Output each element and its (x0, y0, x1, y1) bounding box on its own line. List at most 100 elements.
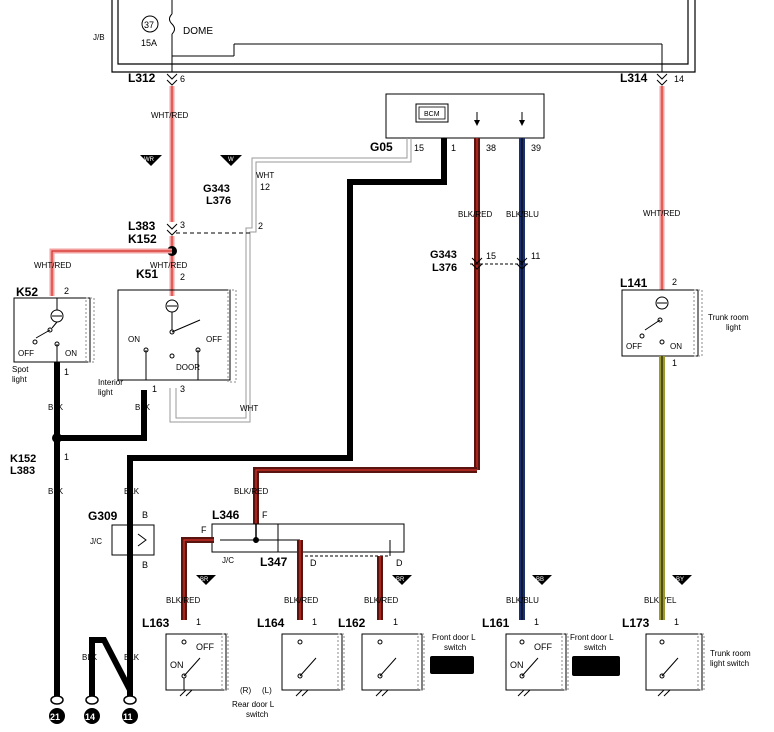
pin-l347-d2: D (396, 558, 403, 568)
connector-g05: G05 (370, 140, 393, 154)
ground-11: 11 (122, 695, 138, 724)
connector-g343a: G343 (203, 183, 230, 195)
connector-l383b: L383 (10, 465, 35, 477)
wire-label-blk-3: BLK (135, 403, 151, 412)
pin-l141-1: 1 (672, 358, 677, 368)
wire-label-blk-blu-l161: BLK/BLU (506, 596, 539, 605)
connector-l383: L383 (128, 219, 156, 233)
flag-br-2: BR (396, 577, 405, 583)
pin-l161: 1 (534, 617, 539, 627)
bcm-pin-1: 1 (451, 143, 456, 153)
pin-l162: 1 (393, 617, 398, 627)
fuse-rating: 15A (141, 38, 157, 48)
pin-l346-f: F (262, 510, 268, 520)
connector-l173: L173 (622, 616, 650, 630)
trunk-switch-label-1: Trunk room (710, 649, 751, 658)
wire-label-blk-5: BLK (82, 653, 98, 662)
connector-l376b: L376 (432, 262, 457, 274)
connector-l162: L162 (338, 616, 366, 630)
ground-21: 21 (49, 695, 65, 724)
trunk-off-label: OFF (626, 342, 642, 351)
door-switch-l163: OFF ON (165, 633, 229, 691)
interior-off-label: OFF (206, 335, 222, 344)
pin-g309-b1: B (142, 510, 148, 520)
door-switch-icon-2 (572, 656, 620, 676)
pin-l173: 1 (674, 617, 679, 627)
spot-off-label: OFF (18, 349, 34, 358)
wire-label-blk-red-l164: BLK/RED (284, 596, 318, 605)
interior-light-label-1: Interior (98, 378, 123, 387)
connector-k152b: K152 (10, 453, 36, 465)
wire-label-wht: WHT (256, 171, 274, 180)
connector-l347: L347 (260, 555, 288, 569)
pin-k51-1: 1 (152, 384, 157, 394)
wire-label-blk-4: BLK (124, 487, 140, 496)
interior-light-label-2: light (98, 388, 113, 397)
door-switch-l162 (361, 633, 425, 691)
pin-k51-2: 2 (180, 272, 185, 282)
front-door-label-1: Front door L (432, 633, 476, 642)
wire-label-blk-red-l162: BLK/RED (364, 596, 398, 605)
label-l: (L) (262, 686, 272, 695)
ground-label-21: 21 (50, 712, 60, 722)
pin-l314: 14 (674, 74, 684, 84)
connector-l346: L346 (212, 508, 240, 522)
wire-label-blk-red: BLK/RED (458, 210, 492, 219)
spot-light-label-2: light (12, 375, 27, 384)
trunk-light-label-1: Trunk room (708, 313, 749, 322)
wire-label-wht-red-trunk: WHT/RED (643, 209, 681, 218)
pin-g343b-15: 15 (486, 251, 496, 261)
door-switch-l164 (281, 633, 345, 691)
flag-br-1: BR (200, 577, 209, 583)
pin-k52-2: 2 (64, 286, 69, 296)
connector-l161: L161 (482, 616, 510, 630)
connector-k52: K52 (16, 285, 38, 299)
connector-l314: L314 (620, 71, 648, 85)
front-door-r-label-1: Front door L (570, 633, 614, 642)
bcm-pin-15: 15 (414, 143, 424, 153)
label-r: (R) (240, 686, 251, 695)
pin-k152b: 1 (64, 452, 69, 462)
fuse-name: DOME (183, 26, 213, 37)
pin-l164: 1 (312, 617, 317, 627)
bcm-pin-39: 39 (531, 143, 541, 153)
connector-l376a: L376 (206, 195, 231, 207)
bcm-label: BCM (424, 111, 440, 118)
front-door-label-2: switch (444, 643, 466, 652)
l161-on: ON (510, 660, 524, 670)
flag-by: BY (676, 577, 684, 583)
trunk-on-label: ON (670, 342, 682, 351)
connector-k51: K51 (136, 267, 158, 281)
front-door-r-label-2: switch (584, 643, 606, 652)
trunk-switch-l173 (645, 633, 705, 691)
pin-l312: 6 (180, 74, 185, 84)
connector-k152: K152 (128, 232, 157, 246)
wire-label-wht-red: WHT/RED (151, 111, 189, 120)
pin-l141-2: 2 (672, 277, 677, 287)
wire-label-wht-red-k51: WHT/RED (150, 261, 188, 270)
jc-label: J/C (90, 537, 102, 546)
rear-door-label-1: Rear door L (232, 700, 275, 709)
wire-label-blk-2: BLK (48, 487, 64, 496)
connector-g309: G309 (88, 509, 118, 523)
connector-g343b: G343 (430, 249, 457, 261)
door-switch-icon (430, 656, 474, 674)
pin-k51-3: 3 (180, 384, 185, 394)
pin-l163: 1 (196, 617, 201, 627)
trunk-switch-label-2: light switch (710, 659, 749, 668)
pin-g343a-12: 12 (260, 182, 270, 192)
flag-wr: WR (144, 157, 155, 163)
flag-bb: BB (536, 577, 544, 583)
connector-l163: L163 (142, 616, 170, 630)
spot-light-label-1: Spot (12, 365, 29, 374)
wire-label-wht-red-k52: WHT/RED (34, 261, 72, 270)
l161-off: OFF (534, 642, 552, 652)
spot-light-switch: OFF ON (13, 297, 95, 363)
flag-w: W (228, 157, 234, 163)
pin-k52-1: 1 (64, 367, 69, 377)
door-switch-l161: OFF ON (505, 633, 569, 691)
connector-l164: L164 (257, 616, 285, 630)
pin-l346-f-left: F (201, 525, 207, 535)
pin-g343b-11: 11 (531, 251, 540, 261)
